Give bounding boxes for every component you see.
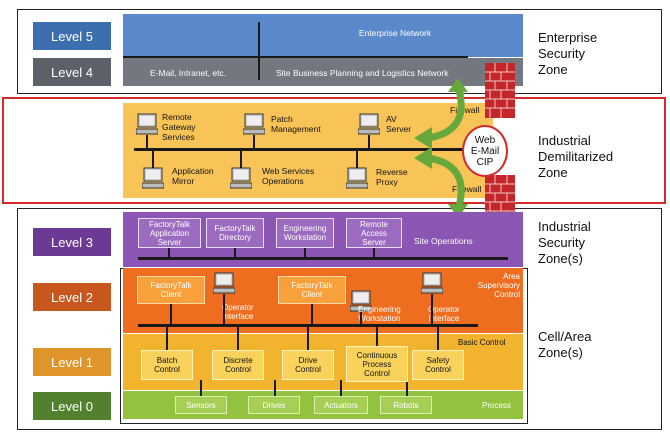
level3-drop-1 [168,248,170,258]
level3-drop-2 [234,248,236,258]
remote-gateway-drop [146,135,148,149]
level2-drop-1 [170,304,172,325]
email-protocol-label: E-Mail [470,145,500,157]
patch-management-computer-icon [242,113,266,140]
robots-box: Robots [380,396,432,414]
level-3-label: Level 3 [33,228,111,256]
application-mirror-computer-icon [141,167,165,194]
level3-bus-line [138,257,508,260]
level3-drop-3 [304,248,306,258]
level2-bus-line [138,324,478,327]
firewall-top-brick-icon [485,63,515,123]
sensors-box: Sensors [175,396,227,414]
level-5-label: Level 5 [33,22,111,50]
protocols-ellipse: Web E-Mail CIP [462,125,508,177]
firewall-top-label: Firewall [450,105,480,115]
level2-drop-2 [223,294,225,325]
remote-gateway-computer-icon [135,113,159,140]
level2-drop-3 [311,304,313,325]
level0-drop-3 [340,380,342,396]
basic-control-label: Basic Control [458,338,506,347]
level2-drop-4 [360,312,362,325]
actuators-box: Actuators [314,396,368,414]
level-2-label: Level 2 [33,283,111,311]
industrial-zone-frame [17,208,662,430]
firewall-bottom-label: Firewall [452,184,482,194]
process-label: Process [482,401,511,410]
email-intranet-label: E-Mail, Intranet, etc. [150,68,227,78]
enterprise-zone-frame [17,9,662,94]
level0-drop-1 [200,380,202,396]
enterprise-network-band [123,14,523,57]
level2-drop-5 [431,294,433,325]
dmz-zone-frame [2,97,666,204]
level1-drop-2 [237,327,239,350]
web-protocol-label: Web [474,134,496,146]
site-operations-label: Site Operations [414,236,473,246]
application-mirror-drop [152,150,154,168]
reverse-proxy-drop [356,150,358,168]
level1-drop-5 [437,327,439,350]
operator-interface-1-computer-icon [212,272,236,299]
enterprise-vertical-line [258,22,260,80]
engineering-workstation-2-computer-icon [349,290,373,317]
level0-drop-2 [274,380,276,396]
web-services-computer-icon [229,167,253,194]
level1-drop-3 [307,327,309,350]
cip-protocol-label: CIP [476,156,494,168]
level-4-label: Level 4 [33,58,111,86]
av-server-drop [368,135,370,149]
operator-interface-2-computer-icon [420,272,444,299]
level0-drop-4 [406,382,408,396]
patch-management-drop [253,135,255,149]
web-services-drop [240,150,242,168]
dmz-bus-line [134,148,474,151]
level1-drop-4 [376,327,378,346]
level1-drop-1 [166,327,168,350]
traffic-arrows-icon [414,78,468,218]
drives-box: Drives [248,396,300,414]
level-0-label: Level 0 [33,392,111,420]
enterprise-bus-line [123,56,468,58]
enterprise-network-label: Enterprise Network [358,28,432,38]
reverse-proxy-computer-icon [345,167,369,194]
site-business-planning-label: Site Business Planning and Logistics Net… [276,68,449,78]
level3-drop-4 [373,248,375,258]
level-1-label: Level 1 [33,348,111,376]
